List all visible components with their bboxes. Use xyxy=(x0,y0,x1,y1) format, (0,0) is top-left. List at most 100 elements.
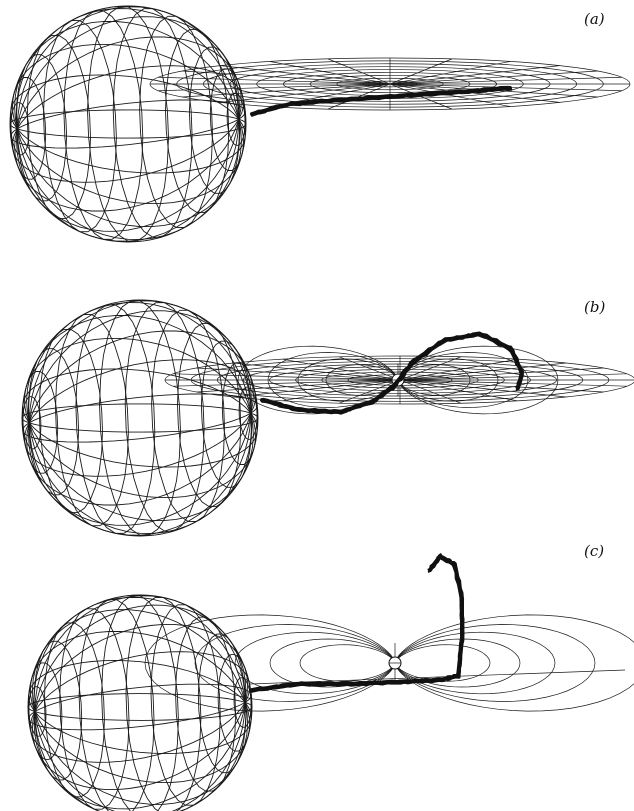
sphere-meridian xyxy=(29,702,246,763)
disk-spoke xyxy=(389,58,453,85)
panel-b-label: (b) xyxy=(584,298,605,316)
disk-spoke xyxy=(158,76,391,85)
disk-spoke xyxy=(339,379,401,404)
gas-stream xyxy=(250,85,513,117)
sphere-latitude xyxy=(151,309,225,522)
disk-spoke xyxy=(158,83,391,92)
sphere-meridian xyxy=(28,393,258,424)
stream-texture xyxy=(252,87,513,114)
sphere-meridian xyxy=(16,65,244,130)
disk-spoke xyxy=(399,379,628,387)
sphere-meridian xyxy=(34,701,253,721)
sphere-meridian xyxy=(29,412,259,433)
disk-spoke xyxy=(389,70,598,85)
sphere-meridian xyxy=(16,119,244,205)
disk-spoke xyxy=(399,379,461,404)
wireframe-star xyxy=(21,299,259,537)
sphere-latitude xyxy=(10,102,30,156)
field-loop xyxy=(299,644,396,682)
disk-spoke xyxy=(269,61,391,85)
field-loop xyxy=(144,614,396,712)
sphere-meridian xyxy=(16,119,240,242)
sphere-meridian xyxy=(24,337,252,423)
disk-spoke xyxy=(399,367,604,381)
sphere-meridian xyxy=(22,412,252,443)
disk-spoke xyxy=(182,83,391,98)
sphere-meridian xyxy=(24,412,252,477)
sphere-latitude xyxy=(101,595,179,811)
sphere-meridian xyxy=(34,702,251,784)
disk-spoke xyxy=(399,379,604,393)
stream-texture xyxy=(252,555,465,692)
sphere-meridian xyxy=(10,118,240,149)
panel-b xyxy=(21,299,634,537)
orbital-plane-line xyxy=(249,669,626,685)
sphere-meridian xyxy=(16,6,240,129)
panel-a xyxy=(9,5,631,243)
disk-spoke xyxy=(389,61,511,85)
disk-spoke xyxy=(172,373,401,381)
sphere-latitude xyxy=(22,396,42,450)
disk-spoke xyxy=(282,358,401,381)
sphere-meridian xyxy=(12,118,240,183)
gas-stream xyxy=(260,331,524,415)
field-loop xyxy=(394,638,521,688)
stream-core xyxy=(250,554,464,692)
sphere-outline xyxy=(9,5,247,243)
sphere-latitude xyxy=(124,302,205,532)
sphere-meridian xyxy=(16,8,240,129)
wireframe-star xyxy=(9,5,247,243)
sphere-meridian xyxy=(28,702,246,731)
sphere-latitude xyxy=(78,599,155,811)
field-loop xyxy=(394,644,491,682)
sphere-latitude xyxy=(112,8,193,238)
sphere-meridian xyxy=(16,99,246,130)
disk-spoke xyxy=(233,362,401,381)
stream-texture xyxy=(252,86,512,115)
sphere-meridian xyxy=(28,413,252,536)
field-loop xyxy=(394,624,596,702)
disk-spoke xyxy=(399,358,518,381)
sphere-latitude xyxy=(125,597,202,811)
sphere-latitude xyxy=(87,6,169,242)
sphere-latitude xyxy=(99,300,181,536)
disk-spoke xyxy=(220,65,391,85)
sphere-meridian xyxy=(9,109,239,130)
sphere-meridian xyxy=(28,302,252,423)
sphere-latitude xyxy=(63,10,144,240)
sphere-meridian xyxy=(34,683,252,712)
sphere-meridian xyxy=(34,702,247,811)
sphere-meridian xyxy=(28,300,252,423)
disk-spoke xyxy=(196,379,401,393)
sphere-latitude xyxy=(150,604,221,806)
disk-spoke xyxy=(233,379,401,398)
sphere-meridian xyxy=(28,413,256,499)
sphere-meridian xyxy=(17,118,247,139)
panel-a-label: (a) xyxy=(584,10,605,28)
sphere-meridian xyxy=(29,630,246,712)
sphere-outline xyxy=(27,594,253,811)
panel-c xyxy=(27,553,634,811)
disk-spoke xyxy=(399,356,461,381)
sphere-meridian xyxy=(34,702,246,811)
sphere-latitude xyxy=(43,20,117,233)
gas-stream xyxy=(250,553,465,693)
sphere-meridian xyxy=(33,596,246,712)
panel-c-label: (c) xyxy=(584,542,604,560)
sphere-latitude xyxy=(139,15,213,228)
sphere-meridian xyxy=(21,403,251,424)
disk-spoke xyxy=(389,65,560,85)
disk-spoke xyxy=(399,379,518,402)
field-loop xyxy=(394,614,634,712)
sphere-latitude xyxy=(59,608,130,810)
sphere-latitude xyxy=(28,686,47,737)
disk-spoke xyxy=(389,83,560,103)
sphere-latitude xyxy=(233,677,252,728)
disk-spoke xyxy=(327,58,391,85)
stream-texture xyxy=(262,332,524,414)
disk-spoke xyxy=(399,379,567,398)
sphere-meridian xyxy=(34,595,246,712)
sphere-meridian xyxy=(27,693,246,713)
field-loop xyxy=(269,638,396,688)
